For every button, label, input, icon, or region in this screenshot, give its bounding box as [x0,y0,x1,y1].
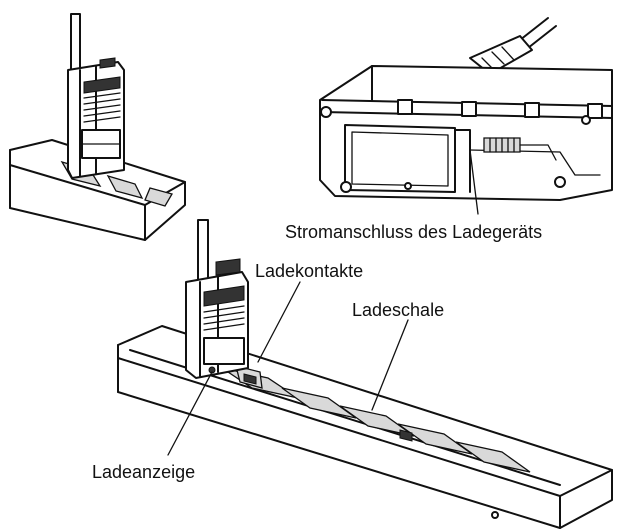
leader-charging-contacts [257,281,301,363]
leader-power-connector [469,149,479,215]
leader-charge-indicator [167,371,213,456]
charging-pockets [221,365,531,473]
label-charging-contacts: Ladekontakte [255,261,363,281]
label-power-connector: Stromanschluss des Ladegeräts [285,222,542,242]
single-charger-illustration [9,13,186,241]
charger-underside-illustration [319,17,613,201]
label-charge-indicator: Ladeanzeige [92,462,195,482]
label-charging-tray: Ladeschale [352,300,444,320]
leader-charging-tray [371,319,409,411]
leader-lines [167,149,479,456]
multi-charger-illustration [117,219,613,529]
